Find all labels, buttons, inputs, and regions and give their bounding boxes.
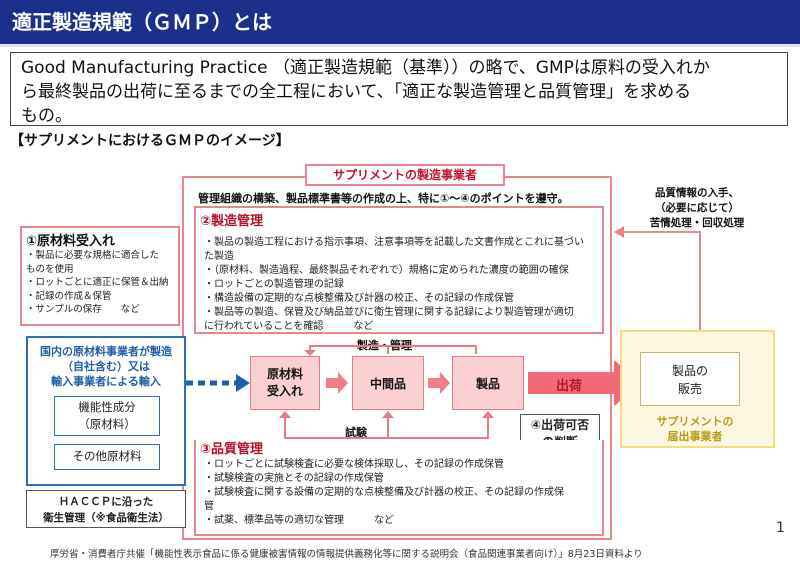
intermediate-step: 中間品 bbox=[352, 356, 424, 410]
arrow-right bbox=[326, 372, 348, 394]
list-item: ・製品の製造工程における指示事項、注意事項等を記載した文書作成とこれに基づい bbox=[204, 237, 584, 248]
raw-material-list: ・製品に必要な規格に適合した ものを使用 ・ロットごとに適正に保管＆出納 ・記録… bbox=[26, 249, 180, 317]
functional-label: （原材料） bbox=[78, 417, 136, 431]
supplier-text: （自社含む）又は bbox=[62, 360, 150, 373]
intro-line-1: Good Manufacturing Practice （適正製造規範（基準））… bbox=[21, 58, 710, 78]
feedback-line bbox=[618, 231, 701, 330]
arrow-down bbox=[304, 350, 316, 356]
page-title: 適正製造規範（ＧＭＰ）とは bbox=[0, 0, 800, 44]
supplier-text: 国内の原材料事業者が製造 bbox=[40, 345, 172, 358]
source-footer: 厚労省・消費者庁共催「機能性表示食品に係る健康被害情報の情報提供義務化等に関する… bbox=[50, 549, 643, 560]
list-item: 管 bbox=[204, 501, 214, 512]
haccp-text: 衛生管理（※食品衛生法） bbox=[43, 512, 169, 524]
supplier-heading: 国内の原材料事業者が製造 （自社含む）又は 輸入事業者による輸入 bbox=[28, 344, 184, 389]
info-line: （必要に応じて） bbox=[655, 202, 739, 214]
info-line: 苦情処理・回収処理 bbox=[649, 217, 745, 229]
list-item: ・製品等の製造、保管及び納品並びに衛生管理に関する記録により製造管理が適切 bbox=[204, 307, 574, 318]
sales-label: 製品の bbox=[671, 364, 708, 378]
judgement-label: ④出荷可否 bbox=[530, 418, 590, 432]
manufacturer-label: サプリメントの製造事業者 bbox=[305, 164, 505, 186]
header-divider bbox=[0, 44, 800, 47]
list-item: ・試験検査の実施とその記録の作成保管 bbox=[204, 473, 384, 484]
ship-label: 出荷 bbox=[556, 379, 583, 394]
quality-info-text: 品質情報の入手、 （必要に応じて） 苦情処理・回収処理 bbox=[622, 186, 772, 231]
list-item: ・構造設備の定期的な点検整備及び計器の校正、その記録の作成保管 bbox=[204, 293, 514, 304]
list-item: ・試薬、標準品等の適切な管理 など bbox=[204, 515, 394, 526]
arrow-right bbox=[428, 372, 450, 394]
manufacturing-control-list: ・製品の製造工程における指示事項、注意事項等を記載した文書作成とこれに基づい た… bbox=[204, 236, 602, 334]
list-item: ・（原材料、製造過程、最終製品それぞれで）規格に定められた濃度の範囲の確保 bbox=[204, 265, 569, 276]
intro-line-2: ら最終製品の出荷に至るまでの全工程において、「適正な製造管理と品質管理」を求める bbox=[21, 82, 692, 102]
other-raw-material-box: その他原材料 bbox=[54, 444, 160, 470]
ship-arrow bbox=[528, 360, 642, 406]
quality-control-list: ・ロットごとに試験検査に必要な検体採取し、その記録の作成保管 ・試験検査の実施と… bbox=[204, 458, 602, 528]
raw-material-acceptance-step: 原材料 受入れ bbox=[250, 356, 320, 410]
loop-line bbox=[309, 345, 477, 354]
sales-label: 販売 bbox=[677, 382, 702, 396]
list-item: ・ロットごとに適正に保管＆出納 bbox=[26, 277, 169, 288]
list-item: た製造 bbox=[204, 251, 234, 262]
supplier-text: 輸入事業者による輸入 bbox=[51, 375, 161, 388]
supplier-box: 国内の原材料事業者が製造 （自社含む）又は 輸入事業者による輸入 機能性成分 （… bbox=[26, 336, 186, 486]
arrow-up bbox=[279, 411, 291, 418]
raw-material-box: ①原材料受入れ ・製品に必要な規格に適合した ものを使用 ・ロットごとに適正に保… bbox=[20, 226, 180, 326]
notifier-label: サプリメントの 届出事業者 bbox=[630, 414, 760, 444]
test-label: 試験 bbox=[345, 426, 367, 439]
diagram-title: 【サプリメントにおけるＧＭＰのイメージ】 bbox=[10, 133, 290, 149]
feedback-arrowhead bbox=[614, 226, 624, 238]
arrow-up bbox=[382, 411, 394, 418]
quality-control-box: ・ロットごとに試験検査に必要な検体採取し、その記録の作成保管 ・試験検査の実施と… bbox=[194, 440, 604, 536]
page-number: 1 bbox=[776, 520, 785, 536]
manufacturing-control-title: ②製造管理 bbox=[200, 214, 264, 229]
list-item: に行われていることを確認 など bbox=[204, 321, 374, 332]
product-sales-box: 製品の 販売 bbox=[640, 352, 740, 406]
list-item: ・サンプルの保存 など bbox=[26, 304, 140, 315]
policy-text: 管理組織の構築、製品標準書等の作成の上、特に①～④のポイントを遵守。 bbox=[198, 192, 569, 205]
haccp-box: ＨＡＣＣＰに沿った 衛生管理（※食品衛生法） bbox=[26, 490, 186, 528]
list-item: ・ロットごとに試験検査に必要な検体採取し、その記録の作成保管 bbox=[204, 459, 504, 470]
list-item: ・ロットごとの製造管理の記録 bbox=[204, 279, 344, 290]
functional-label: 機能性成分 bbox=[78, 400, 136, 414]
list-item: ・製品に必要な規格に適合した bbox=[26, 250, 160, 261]
info-line: 品質情報の入手、 bbox=[655, 187, 739, 199]
list-item: ・記録の作成＆保管 bbox=[26, 290, 112, 302]
notifier-line: 届出事業者 bbox=[667, 430, 723, 443]
list-item: ・試験検査に関する設備の定期的な点検整備及び計器の校正、その記録の作成保 bbox=[204, 487, 564, 498]
step-label: 原材料 bbox=[266, 367, 303, 381]
intro-line-3: もの。 bbox=[21, 106, 72, 126]
notifier-line: サプリメントの bbox=[656, 415, 734, 428]
step-label: 受入れ bbox=[266, 384, 303, 398]
functional-ingredient-box: 機能性成分 （原材料） bbox=[54, 396, 160, 436]
haccp-text: ＨＡＣＣＰに沿った bbox=[58, 496, 154, 508]
manufacturing-control-box: ②製造管理 ・製品の製造工程における指示事項、注意事項等を記載した文書作成とこれ… bbox=[194, 206, 604, 334]
arrow-up bbox=[482, 411, 494, 418]
list-item: ものを使用 bbox=[26, 263, 74, 275]
supplier-arrowhead bbox=[236, 374, 250, 392]
product-step: 製品 bbox=[452, 356, 524, 410]
intro-box: Good Manufacturing Practice （適正製造規範（基準））… bbox=[10, 52, 788, 126]
test-line bbox=[284, 412, 489, 439]
quality-control-title: ③品質管理 bbox=[200, 442, 264, 457]
raw-material-title: ①原材料受入れ bbox=[26, 234, 116, 249]
